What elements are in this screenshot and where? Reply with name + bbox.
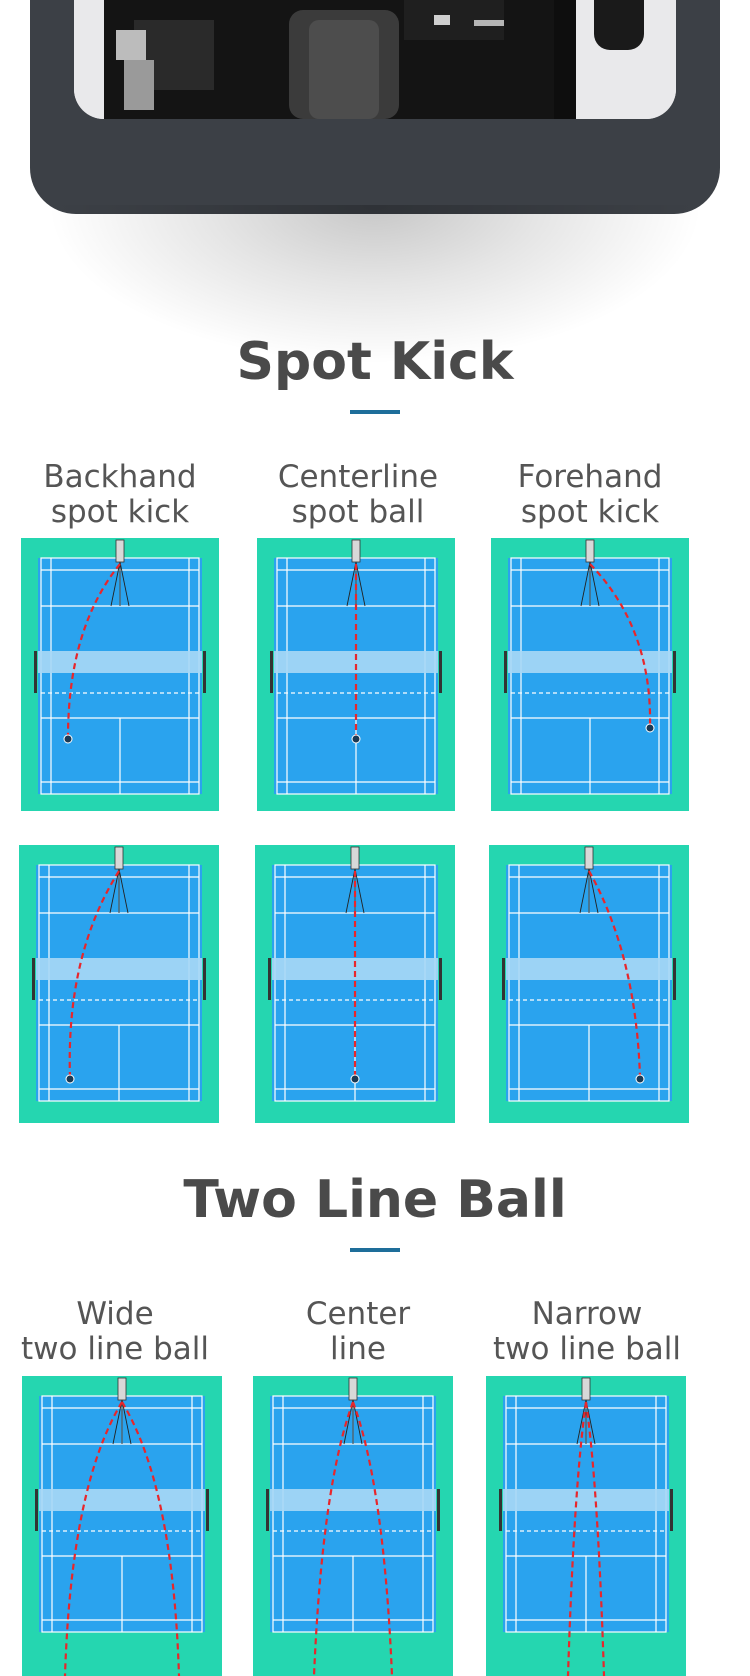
- landing-spot-icon: [351, 734, 361, 744]
- court-diagram-backhand-spot-deep: [19, 845, 219, 1123]
- net-post: [268, 958, 271, 1000]
- shuttle-machine: [117, 1377, 127, 1401]
- net-post: [203, 651, 206, 693]
- net-post: [270, 651, 273, 693]
- shuttle-machine: [584, 846, 594, 870]
- label-forehand-spot-kick: Forehand spot kick: [517, 459, 663, 530]
- trajectory-line: [566, 1401, 588, 1676]
- net-post: [499, 1489, 502, 1531]
- frame-shadow: [45, 205, 705, 365]
- net-post: [439, 651, 442, 693]
- machine-tripod: [112, 1399, 132, 1445]
- court-diagram-center-line: [253, 1376, 453, 1676]
- label-backhand-spot-kick: Backhand spot kick: [43, 459, 197, 530]
- label-narrow-two-line-ball: Narrow two line ball: [492, 1296, 682, 1367]
- shuttle-machine: [115, 539, 125, 563]
- shuttle-machine: [350, 846, 360, 870]
- net-post: [206, 1489, 209, 1531]
- net-post: [673, 958, 676, 1000]
- label-wide-two-line-ball: Wide two line ball: [20, 1296, 210, 1367]
- landing-spot-icon: [65, 1074, 75, 1084]
- section-title-two-line-ball: Two Line Ball: [183, 1170, 567, 1230]
- shuttle-machine: [581, 1377, 591, 1401]
- title-underline: [350, 410, 400, 414]
- net-post: [34, 651, 37, 693]
- net: [506, 958, 672, 980]
- shuttle-machine: [114, 846, 124, 870]
- net-post: [32, 958, 35, 1000]
- net: [38, 651, 202, 673]
- trajectory-line: [588, 870, 642, 1078]
- machine-tripod: [580, 561, 600, 607]
- net: [508, 651, 672, 673]
- court-diagram-narrow-two-line: [486, 1376, 686, 1676]
- net: [503, 1489, 669, 1511]
- net-post: [504, 651, 507, 693]
- court-diagram-backhand-spot: [21, 538, 219, 811]
- machine-frame: [30, 0, 720, 214]
- trajectory-line: [63, 1401, 123, 1676]
- trajectory-line: [121, 1401, 181, 1676]
- landing-spot-icon: [350, 1074, 360, 1084]
- net: [39, 1489, 205, 1511]
- landing-spot-icon: [635, 1074, 645, 1084]
- net-post: [35, 1489, 38, 1531]
- net-post: [437, 1489, 440, 1531]
- net-post: [673, 651, 676, 693]
- section-title-spot-kick: Spot Kick: [236, 332, 514, 392]
- net: [272, 958, 438, 980]
- label-centerline-spot-ball: Centerline spot ball: [277, 459, 439, 530]
- trajectory-line: [351, 1401, 394, 1676]
- machine-photo: [74, 0, 676, 119]
- landing-spot-icon: [63, 734, 73, 744]
- net-post: [266, 1489, 269, 1531]
- court-diagram-forehand-spot: [491, 538, 689, 811]
- machine-tripod: [579, 868, 599, 914]
- trajectory-line: [66, 563, 121, 739]
- label-center-line: Center line: [305, 1296, 411, 1367]
- court-diagram-wide-two-line: [22, 1376, 222, 1676]
- net: [270, 1489, 436, 1511]
- trajectory-line: [68, 870, 120, 1078]
- machine-tripod: [109, 868, 129, 914]
- shuttle-machine: [348, 1377, 358, 1401]
- trajectory-line: [589, 563, 652, 727]
- net: [274, 651, 438, 673]
- landing-spot-icon: [645, 723, 655, 733]
- net: [36, 958, 202, 980]
- net-post: [203, 958, 206, 1000]
- shuttle-machine: [585, 539, 595, 563]
- shuttle-machine: [351, 539, 361, 563]
- title-underline: [350, 1248, 400, 1252]
- trajectory-line: [312, 1401, 355, 1676]
- court-diagram-centerline-spot-deep: [255, 845, 455, 1123]
- court-diagram-centerline-spot: [257, 538, 455, 811]
- machine-tripod: [110, 561, 130, 607]
- net-post: [502, 958, 505, 1000]
- trajectory-line: [584, 1401, 606, 1676]
- net-post: [670, 1489, 673, 1531]
- net-post: [439, 958, 442, 1000]
- court-diagram-forehand-spot-deep: [489, 845, 689, 1123]
